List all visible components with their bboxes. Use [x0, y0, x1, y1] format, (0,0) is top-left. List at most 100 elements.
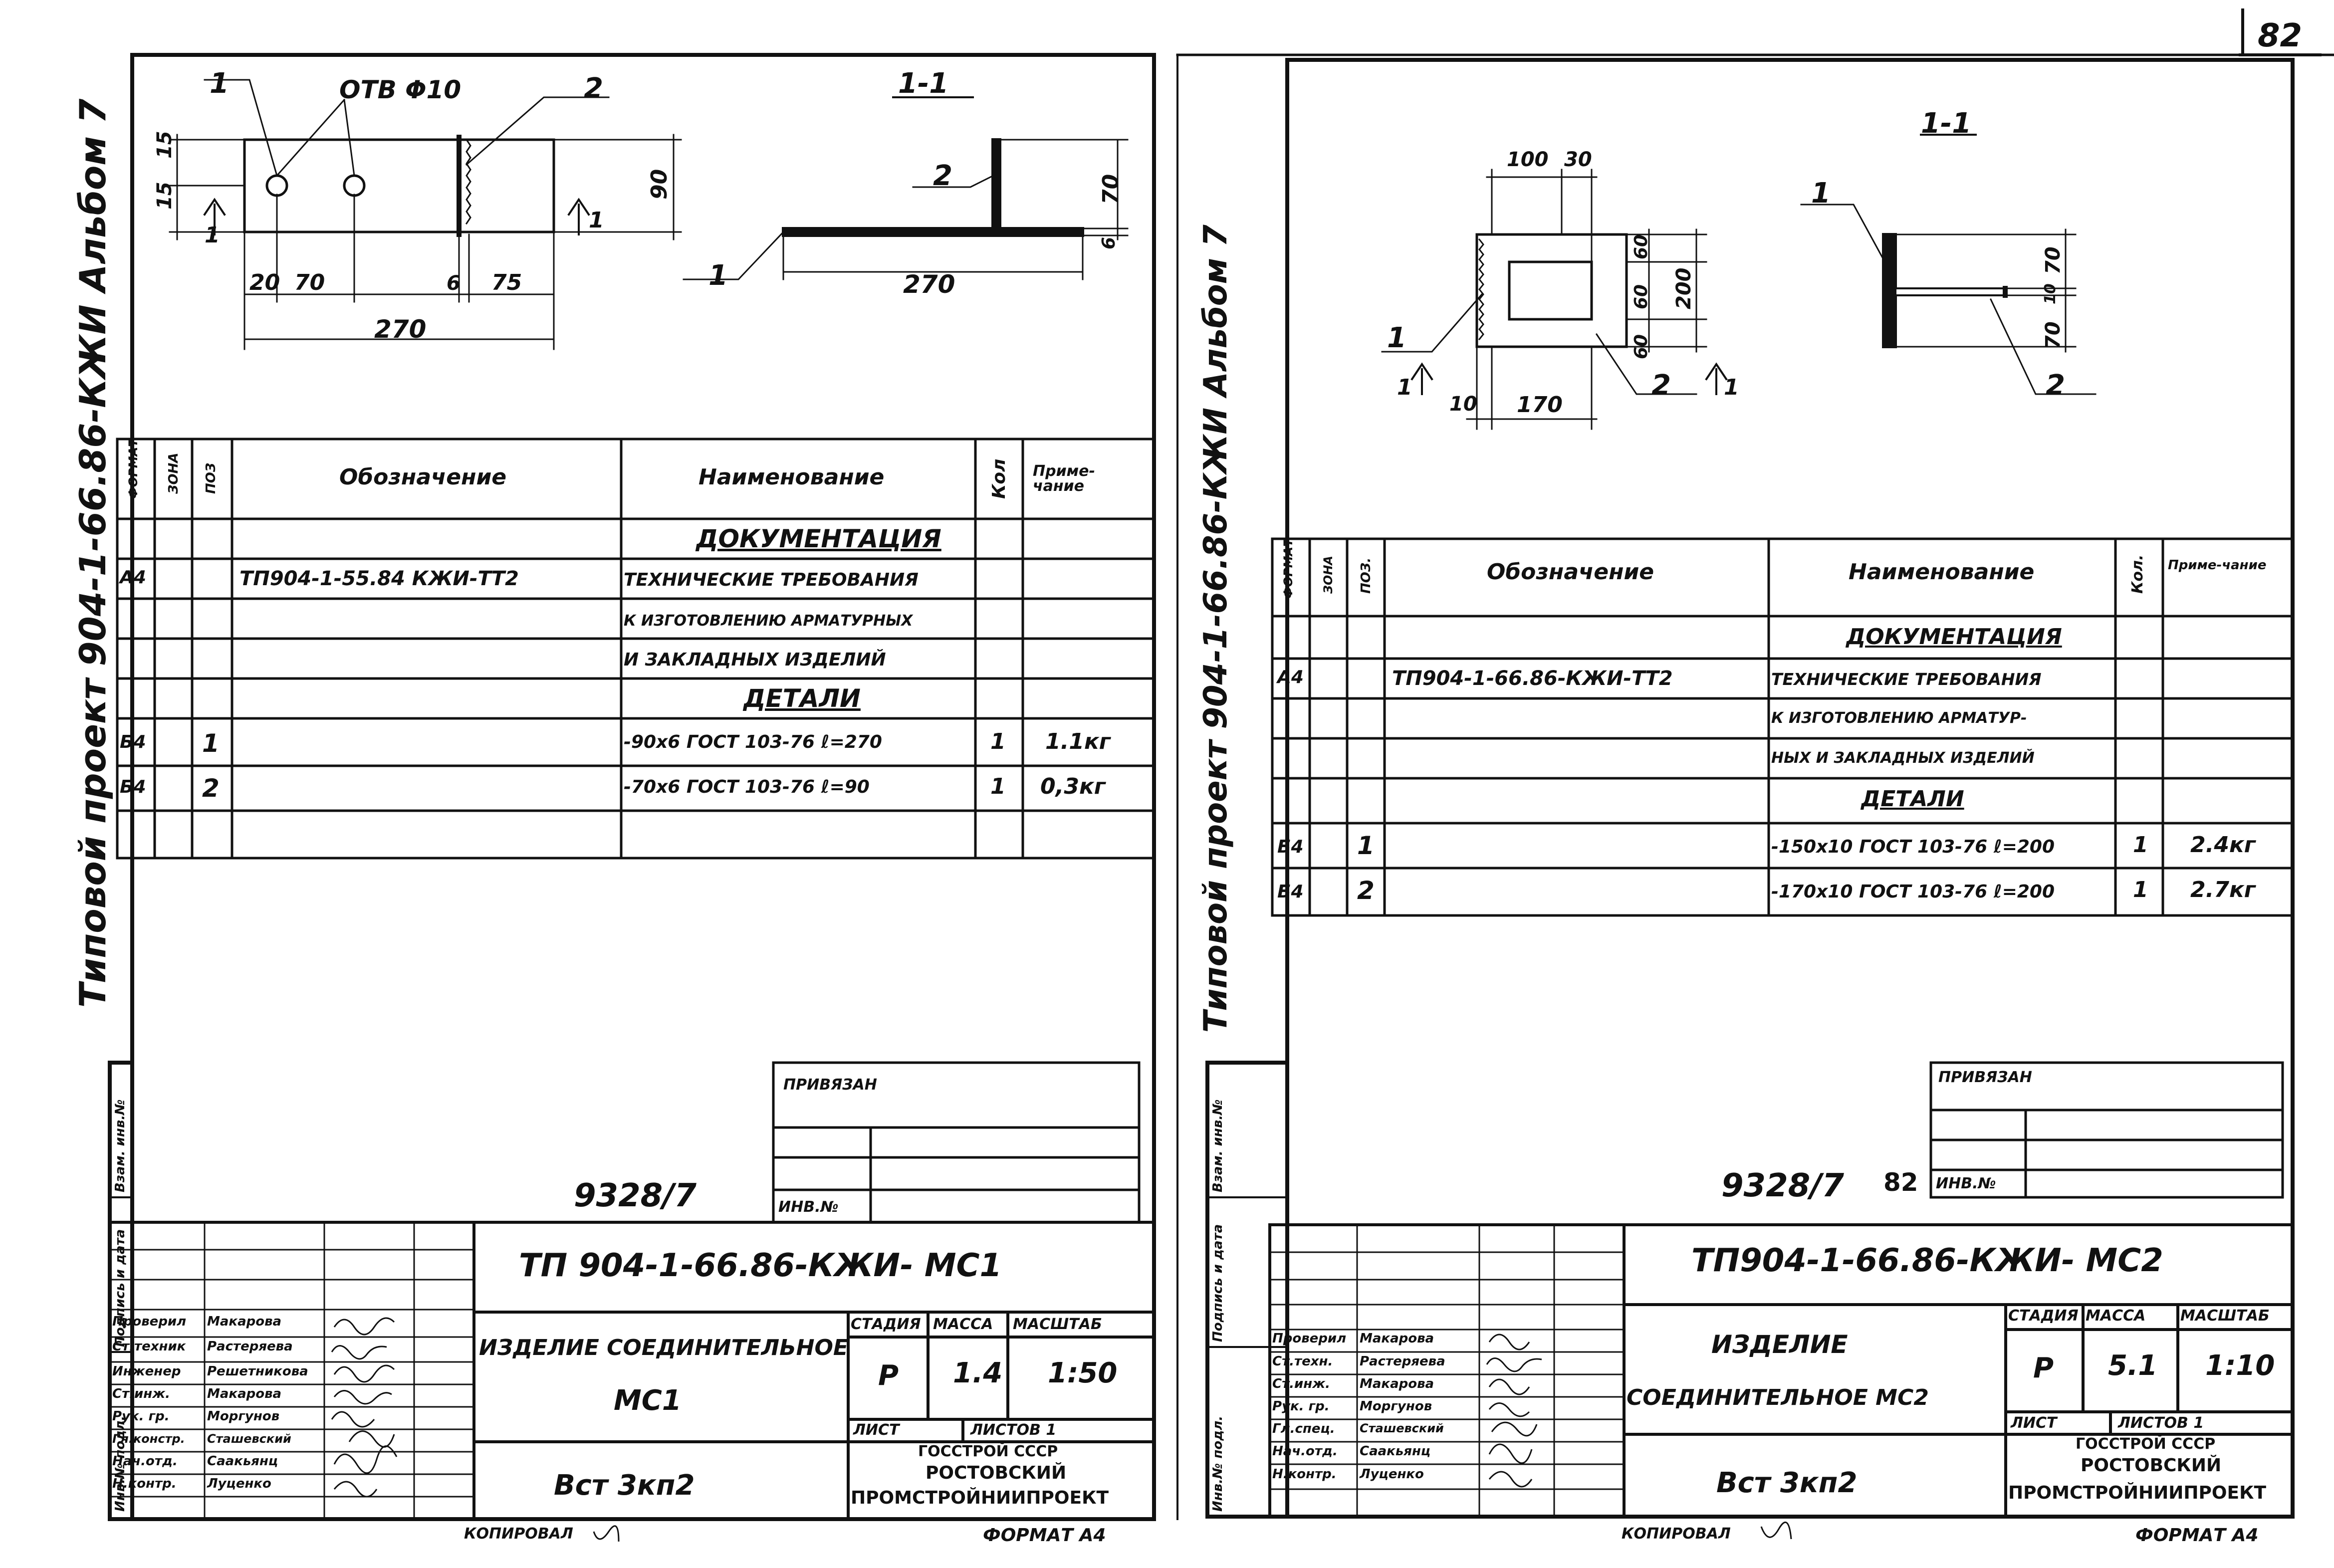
right-tb-scale: 1:10 — [2205, 1349, 2275, 1382]
right-row6-pos: 2 — [1357, 876, 1375, 905]
left-h-note: Приме-чание — [1033, 462, 1095, 495]
left-row6-name: -70x6 ГОСТ 103-76 ℓ=90 — [624, 777, 870, 797]
left-tb-scale-h: Масштаб — [1013, 1316, 1102, 1333]
left-h-qty: Кол — [989, 458, 1009, 499]
page-number: 82 — [2258, 17, 2303, 54]
right-tb-material: Вст 3кп2 — [1716, 1467, 1858, 1499]
left-row3-name: и закладных изделий — [624, 650, 886, 670]
left-p6-role: Нач.отд. — [112, 1454, 178, 1469]
right-tb-mass-h: Масса — [2086, 1307, 2146, 1325]
right-h-name: Наименование — [1849, 559, 2035, 585]
dim-60b: 60 — [1631, 284, 1651, 309]
dim-10b: 10 — [2042, 283, 2059, 304]
left-row0-name: Документация — [696, 524, 941, 553]
left-row1-format: А4 — [120, 567, 146, 588]
right-stamp-inv: Инв.№ подл. — [1210, 1415, 1225, 1512]
left-tb-code: ТП 904-1-66.86-КЖИ- МС1 — [519, 1247, 1002, 1284]
right-privyazan: Привязан — [1938, 1069, 2032, 1086]
right-tb-sheets-h: Листов 1 — [2118, 1414, 2204, 1432]
left-section-pos2: 2 — [933, 160, 952, 192]
right-archive-page: 82 — [1883, 1168, 1918, 1197]
left-section-mark-a: 1 — [205, 223, 220, 248]
left-spec-table — [116, 438, 1156, 860]
left-stamp-sign: Подпись и дата — [113, 1229, 128, 1347]
right-tb-org3: Промстройниипроект — [2008, 1483, 2267, 1503]
left-stamp-vzam: Взам. инв.№ — [113, 1099, 128, 1192]
left-h-pos: Поз — [204, 462, 219, 494]
right-tb-stage-h: Стадия — [2008, 1307, 2079, 1325]
left-row6-pos: 2 — [202, 774, 220, 803]
dim-270b: 270 — [903, 270, 955, 299]
right-h-pos: Поз. — [1359, 557, 1374, 594]
left-pos1-leader: 1 — [210, 67, 229, 100]
right-p0-name: Макарова — [1360, 1331, 1434, 1346]
left-p3-name: Макарова — [207, 1386, 282, 1401]
dim-75: 75 — [491, 270, 522, 295]
left-p6-name: Саакьянц — [207, 1454, 278, 1469]
left-tb-stage: Р — [878, 1359, 899, 1392]
right-tb-sheet-h: Лист — [2011, 1414, 2057, 1432]
right-pos1: 1 — [1387, 322, 1406, 354]
left-section-mark-b: 1 — [589, 208, 604, 233]
right-row5-qty: 1 — [2133, 832, 2148, 858]
left-row5-qty: 1 — [990, 729, 1006, 754]
dim-90: 90 — [647, 169, 672, 200]
right-row5-name: -150x10 ГОСТ 103-76 ℓ=200 — [1771, 837, 2055, 857]
dim-30: 30 — [1564, 148, 1592, 171]
left-section-view — [683, 96, 1129, 280]
left-p7-name: Луценко — [207, 1476, 271, 1491]
right-format: Формат А4 — [2135, 1525, 2259, 1546]
dim-70b: 70 — [2042, 321, 2065, 349]
left-tb-name: Изделие соединительное — [479, 1335, 848, 1360]
left-section-pos1: 1 — [708, 259, 728, 292]
left-tb-scale: 1:50 — [1048, 1357, 1118, 1389]
right-row6-name: -170x10 ГОСТ 103-76 ℓ=200 — [1771, 882, 2055, 902]
right-row4-name: Детали — [1861, 786, 1964, 812]
right-h-note: Приме-чание — [2168, 558, 2267, 573]
right-tb-name2: соединительное МС2 — [1627, 1385, 1929, 1410]
left-p5-role: Гл.констр. — [112, 1432, 185, 1446]
right-section-mark-b: 1 — [1724, 375, 1739, 400]
left-p0-name: Макарова — [207, 1314, 282, 1329]
right-p1-role: Ст.техн. — [1272, 1354, 1333, 1369]
left-p4-name: Моргунов — [207, 1409, 280, 1424]
dim-6: 6 — [447, 272, 461, 295]
left-tb-org2: Ростовский — [926, 1463, 1067, 1483]
right-spec-table — [1271, 537, 2294, 917]
left-section-label: 1-1 — [898, 67, 949, 100]
right-pos2: 2 — [1651, 369, 1671, 402]
left-row6-format: Б4 — [120, 777, 146, 797]
right-h-designation: Обозначение — [1487, 559, 1654, 585]
right-p2-role: Ст.инж. — [1272, 1376, 1330, 1391]
right-row6-note: 2.7кг — [2190, 877, 2256, 902]
right-copied: Копировал — [1622, 1525, 1731, 1543]
right-tb-scale-h: Масштаб — [2180, 1307, 2270, 1325]
right-row1-designation: ТП904-1-66.86-КЖИ-ТТ2 — [1392, 667, 1673, 690]
dim-60c: 60 — [1631, 334, 1651, 359]
left-title-block — [108, 1221, 1156, 1521]
right-section-view — [1800, 134, 2097, 395]
right-p4-role: Гл.спец. — [1272, 1421, 1335, 1436]
right-tb-org2: Ростовский — [2081, 1455, 2222, 1476]
right-stamp-vzam: Взам. инв.№ — [1210, 1099, 1225, 1192]
right-p1-name: Растеряева — [1360, 1354, 1445, 1369]
left-p1-role: Ст.техник — [112, 1339, 186, 1354]
right-tb-org1: Госстрой СССР — [2076, 1435, 2216, 1453]
left-row1-designation: ТП904-1-55.84 КЖИ-ТТ2 — [239, 567, 519, 590]
right-row6-format: Б4 — [1277, 882, 1304, 902]
right-section-pos2: 2 — [2046, 369, 2065, 402]
right-section-pos1: 1 — [1811, 177, 1831, 210]
right-p5-role: Нач.отд. — [1272, 1444, 1338, 1459]
right-row3-name: ных и закладных изделий — [1771, 749, 2035, 767]
right-row6-qty: 1 — [2133, 877, 2148, 902]
left-p4-role: Рук. гр. — [112, 1409, 170, 1424]
left-tb-mark: МС1 — [614, 1384, 682, 1417]
left-p1-name: Растеряева — [207, 1339, 293, 1354]
right-h-format: Формат — [1281, 538, 1295, 599]
left-holes-label: отв Φ10 — [339, 75, 462, 104]
left-row5-name: -90x6 ГОСТ 103-76 ℓ=270 — [624, 732, 882, 752]
left-plan-view — [169, 79, 682, 350]
dim-10: 10 — [1449, 393, 1477, 416]
